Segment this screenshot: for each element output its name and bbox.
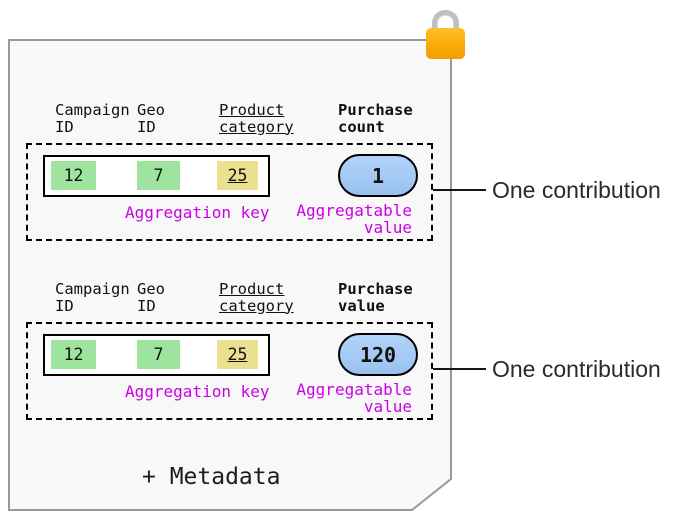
key-cell-value: 7 [153,345,164,364]
key-cell-value: 12 [63,345,84,364]
key-cell-value: 25 [227,166,248,185]
key-cell-value: 12 [63,166,84,185]
annotation-connector-line [433,189,486,191]
aggregatable-value-pill: 120 [338,333,418,376]
column-header-geo-id: Geo ID [137,281,165,314]
aggregatable-value: 1 [371,163,385,188]
column-header-campaign-id: Campaign ID [55,102,130,135]
column-header-line: ID [55,117,74,136]
lock-shackle [432,10,459,34]
key-cell-value: 7 [153,166,164,185]
aggregation-key-label: Aggregation key [125,382,270,401]
column-header-line: category [219,117,294,136]
column-header-campaign-id: Campaign ID [55,281,130,314]
key-cell-value: 25 [227,345,248,364]
key-cell-product-category: 25 [217,340,258,369]
aggregatable-value-label: Aggregatable value [296,201,412,237]
key-cell-product-category: 25 [217,161,258,190]
column-header-product-category: Product category [219,281,294,314]
aggregatable-value-pill: 1 [338,154,418,197]
column-header-line: Purchase [338,280,413,298]
aggregation-key-box: 12 7 25 [43,155,270,197]
column-header-line: ID [55,296,74,315]
aggregatable-value-label-line: value [363,396,412,416]
column-header-line: Campaign [55,280,130,298]
column-header-line: Purchase [338,101,413,119]
key-cell-geo-id: 7 [137,340,180,369]
column-header-purchase-count: Purchase count [338,102,413,135]
column-header-line: ID [137,117,156,136]
aggregatable-value-label-line: value [363,217,412,237]
column-header-line: category [219,296,294,315]
contribution-boundary-box [26,322,433,420]
aggregatable-value-label: Aggregatable value [296,380,412,416]
column-header-line: Campaign [55,101,130,119]
metadata-label: + Metadata [142,464,281,490]
contribution-annotation: One contribution [492,356,661,382]
column-header-geo-id: Geo ID [137,102,165,135]
column-header-line: count [338,117,385,136]
column-header-line: ID [137,296,156,315]
column-header-line: value [338,296,385,315]
lock-body [426,28,465,59]
column-header-line: Product [219,280,285,298]
key-cell-campaign-id: 12 [51,161,96,190]
contribution-annotation: One contribution [492,177,661,203]
annotation-connector-line [433,368,486,370]
contribution-boundary-box [26,143,433,241]
column-header-line: Geo [137,280,165,298]
key-cell-campaign-id: 12 [51,340,96,369]
aggregatable-value-label-line: Aggregatable [296,380,412,399]
aggregatable-value-label-line: Aggregatable [296,201,412,220]
aggregation-key-box: 12 7 25 [43,334,270,376]
column-header-line: Product [219,101,285,119]
aggregatable-value: 120 [359,342,397,367]
column-header-purchase-value: Purchase value [338,281,413,314]
column-header-product-category: Product category [219,102,294,135]
aggregation-key-label: Aggregation key [125,203,270,222]
contribution-row-purchase-count: Campaign ID Geo ID Product category Purc… [0,102,700,274]
column-header-line: Geo [137,101,165,119]
contribution-row-purchase-value: Campaign ID Geo ID Product category Purc… [0,281,700,453]
key-cell-geo-id: 7 [137,161,180,190]
